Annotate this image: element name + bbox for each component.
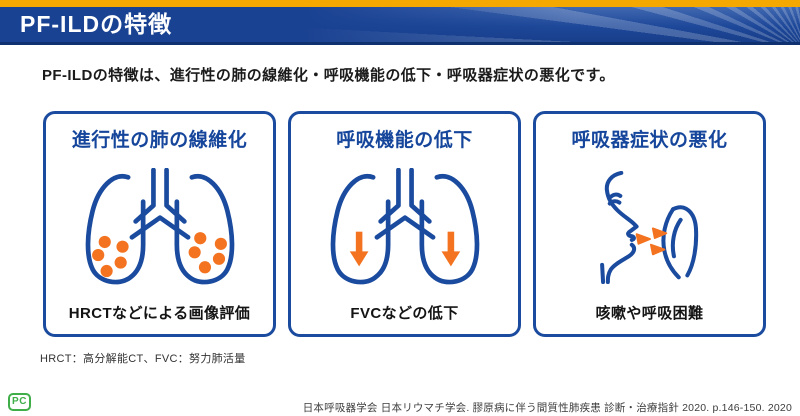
coughing-person-icon bbox=[599, 152, 700, 302]
lungs-decline-arrows-icon bbox=[330, 152, 480, 302]
card-progressive-fibrosis: 進行性の肺の線維化 HRCTなどによる画像評価 bbox=[43, 111, 276, 337]
feature-cards: 進行性の肺の線維化 HRCTなどによる画像評価 bbox=[43, 111, 766, 337]
coughing-person-svg bbox=[599, 170, 698, 284]
lungs-fibrosis-icon bbox=[85, 152, 235, 302]
card-caption: 咳嗽や呼吸困難 bbox=[595, 305, 704, 322]
page-title: PF-ILDの特徴 bbox=[20, 11, 173, 37]
card-respiratory-decline: 呼吸機能の低下 FVCなどの低下 bbox=[288, 111, 521, 337]
abbreviation-footnote: HRCT：高分解能CT、FVC：努力肺活量 bbox=[40, 353, 246, 365]
slide-header: PF-ILDの特徴 bbox=[0, 7, 800, 45]
pc-badge: PC bbox=[8, 393, 31, 411]
card-symptom-worsening: 呼吸器症状の悪化 咳嗽や呼吸困難 bbox=[533, 111, 766, 337]
card-caption: HRCTなどによる画像評価 bbox=[68, 305, 251, 322]
reference-citation: 日本呼吸器学会 日本リウマチ学会. 膠原病に伴う間質性肺疾患 診断・治療指針 2… bbox=[302, 402, 792, 414]
card-title: 進行性の肺の線維化 bbox=[71, 130, 248, 151]
lungs-arrows-svg bbox=[330, 168, 479, 285]
intro-text: PF-ILDの特徴は、進行性の肺の線維化・呼吸機能の低下・呼吸器症状の悪化です。 bbox=[42, 67, 615, 84]
lungs-fibrosis-svg bbox=[85, 168, 234, 285]
card-title: 呼吸機能の低下 bbox=[336, 130, 473, 151]
card-caption: FVCなどの低下 bbox=[350, 305, 459, 322]
card-title: 呼吸器症状の悪化 bbox=[571, 130, 728, 151]
gold-top-strip bbox=[0, 0, 800, 7]
